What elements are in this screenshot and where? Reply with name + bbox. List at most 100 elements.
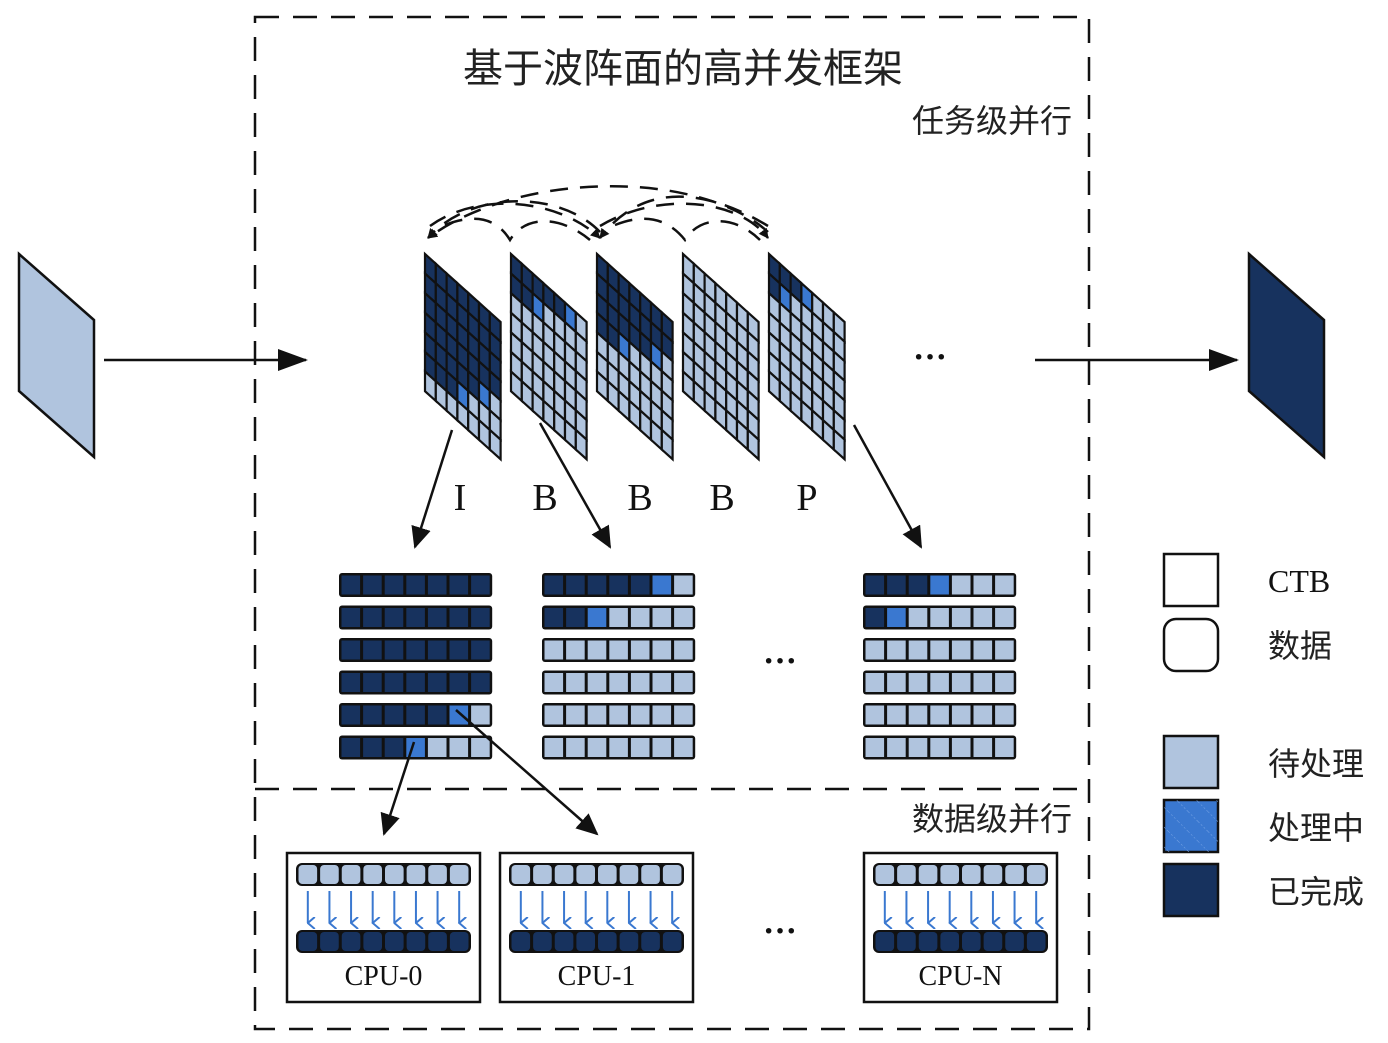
arrow-b-frame-rows: [538, 422, 612, 549]
data-element: [554, 932, 574, 951]
ctb-cell: [609, 705, 628, 725]
ctb-cell: [566, 575, 585, 595]
ctb-cell: [908, 640, 928, 660]
data-element: [533, 932, 552, 951]
data-element: [897, 932, 916, 951]
ctb-cell: [384, 738, 404, 757]
cpu-0: CPU-0: [285, 851, 482, 1004]
data-element: [320, 865, 339, 884]
ctb-cell: [566, 738, 585, 757]
ctb-cell: [652, 640, 672, 660]
ref-arc: [427, 200, 601, 239]
ctb-cell: [544, 640, 564, 660]
ctb-row: [542, 605, 696, 630]
ctb-cell: [660, 427, 674, 462]
frame-to-rows-arrows: [411, 422, 923, 549]
ctb-cell: [449, 575, 469, 595]
ctb-cell: [630, 575, 650, 595]
data-element: [363, 932, 382, 951]
ctb-cell: [427, 575, 447, 595]
ctb-cell: [887, 738, 906, 757]
frame-p-grid: [767, 251, 846, 462]
ctb-cell: [471, 738, 490, 757]
input-frame: [17, 251, 96, 460]
ctb-cell: [384, 705, 404, 725]
ctb-cell: [587, 575, 607, 595]
ctb-row: [863, 703, 1017, 727]
ctb-cell: [587, 738, 607, 757]
ctb-cell: [544, 575, 564, 595]
frame-type-label: P: [796, 477, 817, 519]
ctb-row: [863, 735, 1017, 760]
ctb-cell: [363, 673, 382, 692]
arrow-i-frame-rows: [411, 429, 454, 549]
data-element: [341, 932, 361, 951]
data-element: [449, 932, 469, 951]
data-element: [554, 865, 574, 884]
input-data-row: [873, 863, 1048, 886]
legend-processing-label: 处理中: [1268, 809, 1364, 847]
ctb-cell: [865, 738, 885, 757]
data-element: [619, 865, 639, 884]
ctb-cell: [973, 705, 993, 725]
output-data-row: [509, 930, 684, 953]
data-element: [320, 932, 339, 951]
data-element: [918, 865, 938, 884]
ctb-cell: [865, 640, 885, 660]
rows-ellipsis: ···: [763, 643, 797, 680]
ctb-cell: [544, 738, 564, 757]
ctb-row: [339, 735, 493, 760]
ctb-cell: [363, 738, 382, 757]
ctb-cell: [609, 608, 628, 627]
ctb-cell: [887, 608, 906, 627]
data-element: [897, 865, 916, 884]
data-element: [598, 865, 617, 884]
ctb-cell: [973, 673, 993, 692]
legend-ctb-label: CTB: [1268, 563, 1330, 599]
ctb-row: [863, 638, 1017, 662]
ctb-cell: [630, 738, 650, 757]
ctb-cell: [341, 608, 361, 627]
ctb-cell: [406, 575, 425, 595]
data-element: [962, 932, 981, 951]
ctb-cell: [995, 705, 1014, 725]
frames-layer: [423, 251, 846, 462]
ctb-cell: [384, 673, 404, 692]
data-element: [533, 865, 552, 884]
ctb-cell: [951, 738, 971, 757]
ctb-cell: [587, 608, 607, 627]
ctb-cell: [887, 673, 906, 692]
ctb-cell: [609, 738, 628, 757]
data-element: [511, 865, 531, 884]
output-frame: [1247, 251, 1326, 460]
ctb-cell: [566, 673, 585, 692]
ctb-cell: [406, 705, 425, 725]
ctb-cell: [341, 575, 361, 595]
ctb-cell: [363, 608, 382, 627]
ctb-cell: [930, 608, 949, 627]
ctb-cell: [865, 608, 885, 627]
ctb-cell: [951, 673, 971, 692]
data-element: [363, 865, 382, 884]
data-element: [576, 932, 595, 951]
data-element: [875, 932, 895, 951]
ctb-cell: [951, 705, 971, 725]
ctb-cell: [341, 673, 361, 692]
ctb-cell: [630, 640, 650, 660]
data-element: [1005, 932, 1024, 951]
ctb-cell: [630, 705, 650, 725]
ref-arc: [599, 195, 769, 239]
ctb-cell: [973, 738, 993, 757]
ctb-cell: [995, 575, 1014, 595]
output-data-row: [296, 930, 471, 953]
ctb-cell: [652, 575, 672, 595]
ctb-cell: [427, 673, 447, 692]
cpu-label: CPU-N: [918, 961, 1002, 992]
ctb-cell: [384, 640, 404, 660]
row-group-p: [863, 573, 1017, 760]
ctb-cell: [609, 640, 628, 660]
data-element: [449, 865, 469, 884]
frame-type-label: B: [709, 477, 734, 519]
data-element: [962, 865, 981, 884]
